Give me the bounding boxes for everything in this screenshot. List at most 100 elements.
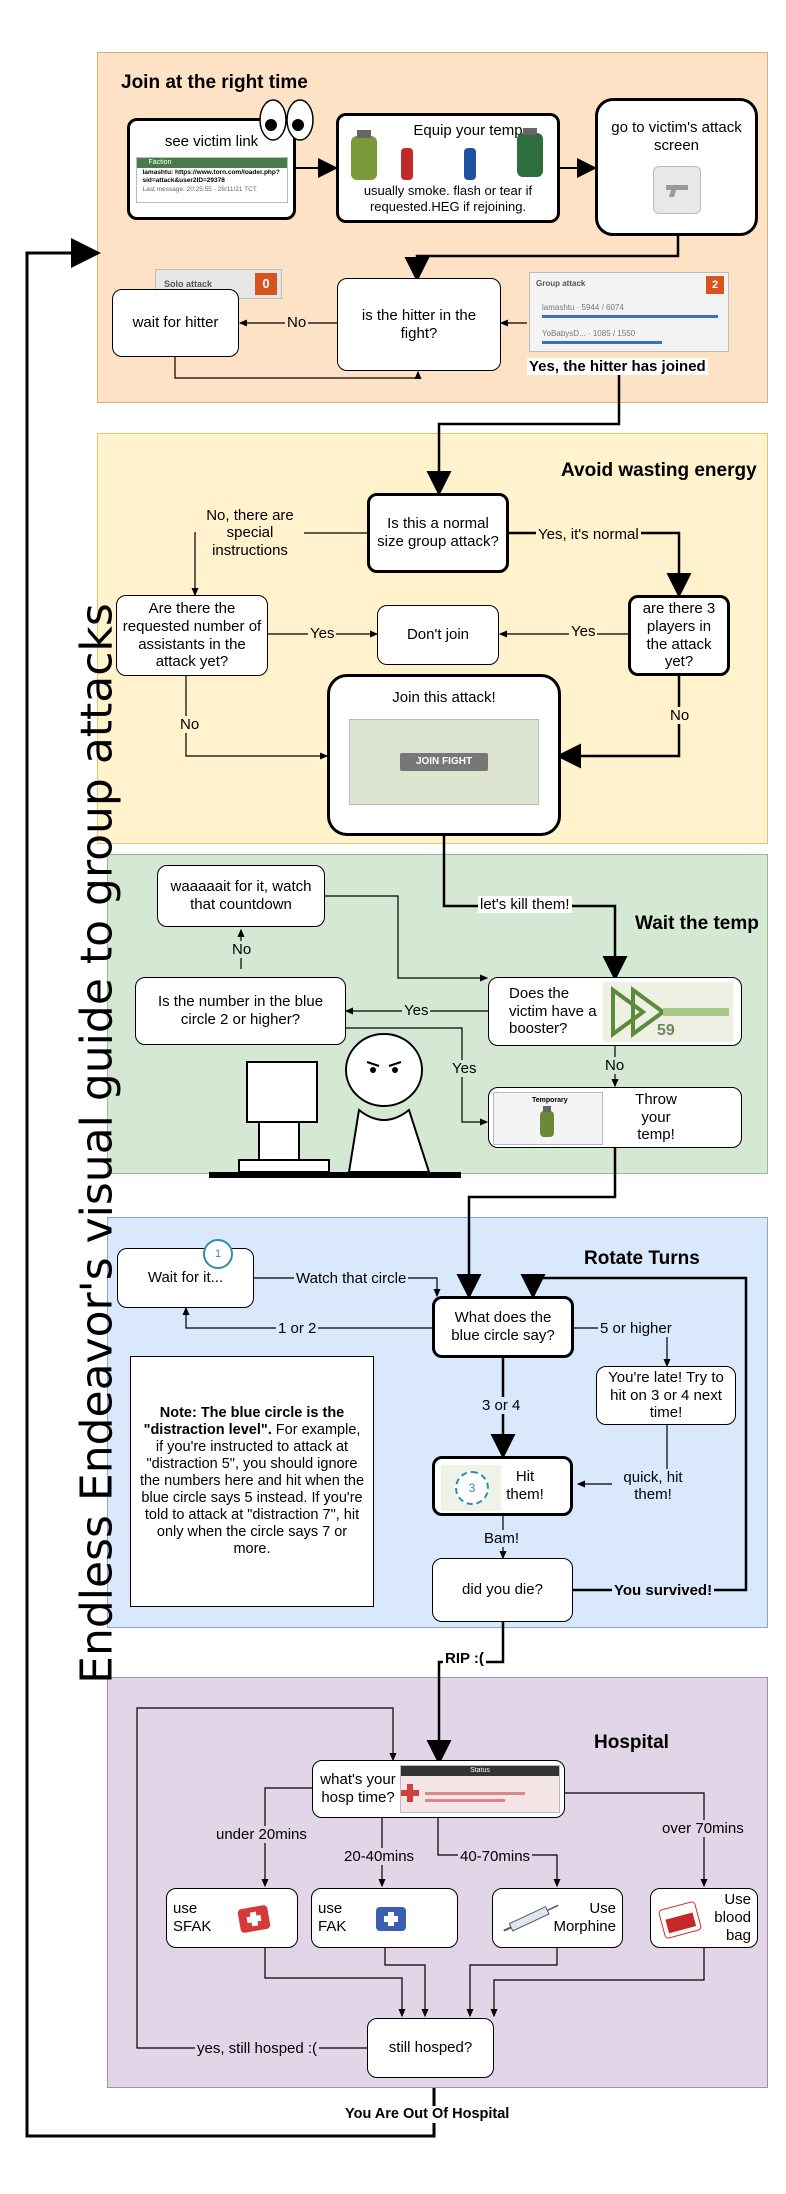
edge-label-under20: under 20mins bbox=[214, 1826, 309, 1844]
three-players-node: are there 3 players in the attack yet? bbox=[628, 595, 730, 676]
what-blue-label: What does the blue circle say? bbox=[451, 1309, 555, 1344]
edge-label-rip: RIP :( bbox=[443, 1650, 486, 1668]
edge-label-yes-booster: Yes bbox=[402, 1002, 431, 1020]
dont-join-label: Don't join bbox=[406, 626, 470, 644]
wait-hitter-label: wait for hitter bbox=[132, 314, 219, 332]
edge-label-yes-three: Yes bbox=[569, 623, 598, 641]
throw-temp-label: Throw your temp! bbox=[635, 1090, 677, 1144]
edge-label-bam: Bam! bbox=[482, 1530, 522, 1548]
edge-label-40-70: 40-70mins bbox=[458, 1848, 533, 1866]
edge-label-survived: You survived! bbox=[612, 1582, 715, 1600]
morphine-label: Use Morphine bbox=[553, 1900, 616, 1935]
blood-node: Use blood bag bbox=[650, 1888, 758, 1948]
blood-label: Use blood bag bbox=[714, 1891, 751, 1944]
faction-screenshot: Faction lamashtu: https://www.torn.com/l… bbox=[135, 156, 288, 203]
faction-header: Faction bbox=[136, 157, 287, 168]
requested-label: Are there the requested number of assist… bbox=[122, 600, 262, 671]
sfak-label: use SFAK bbox=[173, 1900, 212, 1935]
three-players-label: are there 3 players in the attack yet? bbox=[642, 600, 716, 671]
note-bold: Note: The blue circle is the "distractio… bbox=[143, 1404, 345, 1438]
see-victim-label: see victim link bbox=[164, 133, 259, 150]
page-title: Endless Endeavor's visual guide to group… bbox=[71, 603, 123, 1684]
edge-label-yes-requested: Yes bbox=[308, 625, 337, 643]
late-node: You're late! Try to hit on 3 or 4 next t… bbox=[596, 1366, 736, 1425]
status-header: Status bbox=[401, 1766, 559, 1777]
join-this-label: Join this attack! bbox=[392, 689, 496, 706]
note-text: Note: The blue circle is the "distractio… bbox=[139, 1405, 365, 1559]
group-attack-row-2: YoBabysD... · 1085 / 1550 bbox=[542, 329, 636, 338]
throw-temp-node: Temporary Throw your temp! bbox=[488, 1087, 742, 1148]
hospital-cross-icon bbox=[401, 1784, 525, 1803]
group-attack-screenshot: Group attack 2 lamashtu · 5944 / 6074 Yo… bbox=[529, 272, 729, 352]
edge-label-watch-circle: Watch that circle bbox=[294, 1270, 409, 1288]
group-attack-bar-2 bbox=[542, 341, 662, 344]
solo-attack-label: Solo attack bbox=[164, 279, 213, 289]
edge-label-out: You Are Out Of Hospital bbox=[343, 2106, 512, 2123]
edge-label-three-four: 3 or 4 bbox=[480, 1397, 523, 1415]
requested-node: Are there the requested number of assist… bbox=[116, 595, 268, 676]
temporary-screenshot: Temporary bbox=[493, 1092, 603, 1145]
edge-label-five-higher: 5 or higher bbox=[598, 1320, 674, 1338]
join-fight-button[interactable]: JOIN FIGHT bbox=[399, 752, 489, 771]
edge-label-hitter-joined: Yes, the hitter has joined bbox=[527, 358, 708, 376]
did-die-label: did you die? bbox=[462, 1581, 543, 1599]
grenade-icons bbox=[349, 128, 549, 188]
wait-it-node: Wait for it... 1 bbox=[117, 1239, 254, 1308]
section-title-rotate: Rotate Turns bbox=[584, 1248, 700, 1269]
edge-label-over70: over 70mins bbox=[660, 1820, 746, 1838]
edge-label-no-hitter: No bbox=[285, 314, 309, 332]
hit-circle-icon: 3 bbox=[441, 1465, 501, 1511]
edge-label-special: No, there are special instructions bbox=[196, 507, 304, 559]
group-attack-count: 2 bbox=[706, 276, 724, 294]
normal-size-label: Is this a normal size group attack? bbox=[377, 515, 499, 550]
group-attack-bar-1 bbox=[542, 315, 718, 318]
sfak-icon bbox=[237, 1904, 271, 1934]
countdown-label: waaaaait for it, watch that countdown bbox=[170, 878, 312, 913]
section-title-hospital: Hospital bbox=[594, 1732, 669, 1753]
booster-icon: 59 bbox=[603, 982, 733, 1042]
late-label: You're late! Try to hit on 3 or 4 next t… bbox=[608, 1368, 724, 1422]
hit-them-node: 3 Hit them! bbox=[432, 1456, 573, 1516]
still-hosped-node: still hosped? bbox=[367, 2018, 494, 2078]
edge-label-no-requested: No bbox=[178, 716, 202, 734]
hitter-in-fight-node: is the hitter in the fight? bbox=[337, 278, 501, 371]
wait-it-label: Wait for it... bbox=[147, 1269, 224, 1287]
edge-label-quick: quick, hit them! bbox=[612, 1469, 694, 1504]
gun-icon bbox=[652, 166, 701, 215]
sfak-node: use SFAK bbox=[166, 1888, 298, 1948]
status-screenshot: Status bbox=[400, 1765, 560, 1813]
equip-temp-node: Equip your temp usually smoke. flash or … bbox=[336, 113, 560, 223]
did-die-node: did you die? bbox=[432, 1558, 573, 1622]
edge-label-lets-kill: let's kill them! bbox=[478, 896, 572, 914]
fak-label: use FAK bbox=[318, 1900, 347, 1935]
thinking-person-icon bbox=[209, 1030, 461, 1178]
edge-label-no-countdown: No bbox=[230, 941, 254, 959]
blood-bag-icon bbox=[657, 1900, 703, 1940]
number-blue-label: Is the number in the blue circle 2 or hi… bbox=[157, 993, 324, 1028]
booster-label: Does the victim have a booster? bbox=[509, 984, 597, 1038]
edge-label-no-booster: No bbox=[603, 1057, 627, 1075]
morphine-node: Use Morphine bbox=[492, 1888, 623, 1948]
temp-grenade-icon bbox=[540, 1106, 554, 1137]
group-attack-label: Group attack bbox=[536, 279, 586, 288]
eyes-icon bbox=[256, 98, 316, 146]
edge-label-yes-number: Yes bbox=[450, 1060, 479, 1078]
equip-temp-title: Equip your temp bbox=[413, 122, 523, 139]
solo-attack-count: 0 bbox=[255, 273, 277, 295]
note-rest: For example, if you're instructed to att… bbox=[139, 1421, 365, 1558]
fak-icon bbox=[376, 1907, 406, 1931]
countdown-node: waaaaait for it, watch that countdown bbox=[157, 865, 325, 927]
what-blue-node: What does the blue circle say? bbox=[432, 1296, 574, 1358]
fak-node: use FAK bbox=[311, 1888, 458, 1948]
edge-label-yes-normal: Yes, it's normal bbox=[536, 526, 641, 544]
booster-number: 59 bbox=[657, 1022, 675, 1039]
edge-label-no-three: No bbox=[668, 707, 692, 725]
circle-one-icon: 1 bbox=[203, 1239, 233, 1269]
syringe-icon bbox=[501, 1903, 561, 1938]
circle-one-value: 1 bbox=[214, 1248, 222, 1260]
note-node: Note: The blue circle is the "distractio… bbox=[130, 1356, 374, 1607]
faction-link: lamashtu: https://www.torn.com/loader.ph… bbox=[142, 168, 280, 184]
edge-label-20-40: 20-40mins bbox=[342, 1848, 417, 1866]
faction-last-message: Last message: 20:25:55 - 28/11/21 TCT bbox=[142, 185, 257, 193]
hit-circle-value: 3 bbox=[455, 1471, 489, 1505]
